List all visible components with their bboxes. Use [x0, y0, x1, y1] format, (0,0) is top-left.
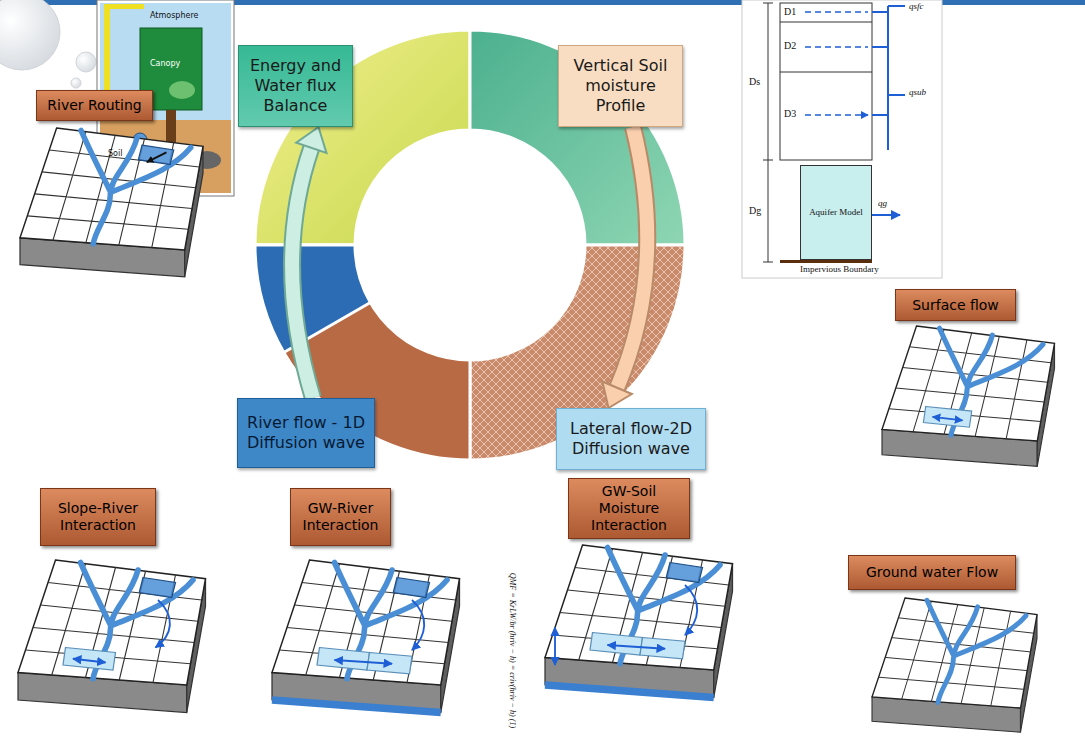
cycle-box: Vertical Soil moisture Profile [558, 45, 683, 127]
cycle-box: River flow - 1D Diffusion wave [237, 398, 375, 468]
box-label: River flow - 1D Diffusion wave [243, 413, 369, 453]
box-label: Surface flow [912, 297, 999, 314]
arrow-outline [292, 148, 313, 398]
process-tag: GW-Soil Moisture Interaction [568, 478, 690, 539]
diagram-label: Dg [749, 205, 761, 216]
dimension-line [763, 3, 773, 262]
groundwater-band [272, 700, 441, 713]
river-cell [138, 145, 173, 165]
exchange-arrow [608, 645, 666, 649]
terrain-block [18, 560, 206, 713]
process-tag: River Routing [36, 90, 153, 121]
exchange-arrow [685, 585, 697, 635]
bubble [0, 0, 60, 70]
exchange-arrow [73, 659, 106, 663]
diagram-label: qg [878, 199, 887, 209]
diagram-label: Canopy [150, 60, 180, 69]
cycle-arrow [292, 127, 326, 398]
terrain-block [545, 545, 733, 698]
lateral-flux-arrow [805, 12, 868, 115]
process-tag: Ground water Flow [848, 555, 1016, 590]
river-cell [393, 578, 429, 598]
diagram-label: D2 [784, 40, 796, 51]
diagram-label: Ds [749, 76, 760, 87]
box-label: Slope-River Interaction [47, 500, 149, 534]
terrain-slope-river [18, 560, 206, 713]
grid-cell [63, 648, 116, 671]
diagram-label: Atmosphere [150, 12, 198, 21]
lsm-frame [104, 4, 144, 9]
diagram-label: qsfc [909, 2, 924, 12]
exchange-arrow [554, 628, 556, 666]
flow-arrow [147, 152, 167, 162]
terrain-block [20, 128, 203, 277]
outflow-arrow [872, 6, 905, 215]
process-tag: Slope-River Interaction [40, 488, 156, 546]
arrow-body [292, 148, 313, 398]
ring-segment [255, 245, 370, 353]
exchange-arrow [156, 600, 170, 648]
terrain-block [872, 598, 1037, 732]
box-label: Vertical Soil moisture Profile [564, 56, 677, 116]
aquifer-box: Aquifer Model [800, 165, 872, 260]
terrain-gw-soil [545, 545, 733, 698]
diagram-label: D3 [784, 108, 796, 119]
box-label: Ground water Flow [866, 564, 998, 581]
impervious-boundary [780, 260, 872, 263]
box-label: Aquifer Model [809, 207, 863, 218]
process-tag: GW-River Interaction [290, 488, 391, 546]
box-label: GW-Soil Moisture Interaction [575, 483, 683, 534]
river-cell [139, 578, 175, 598]
bubble [71, 78, 81, 88]
soil-column [780, 3, 872, 160]
grid-cell [923, 407, 971, 428]
grid-cell [590, 633, 643, 656]
bubble [76, 52, 96, 72]
soil-panel [742, 0, 942, 278]
exchange-arrow [412, 600, 424, 650]
box-label: Lateral flow-2D Diffusion wave [562, 419, 700, 459]
equation: QMF = KrLW/br (hriv − h) = criv(hriv − h… [508, 572, 517, 728]
arrow-head [602, 381, 631, 408]
groundwater-band [545, 685, 714, 698]
process-tag: Surface flow [895, 289, 1016, 321]
arrow-outline [617, 127, 647, 388]
box-label: GW-River Interaction [297, 500, 384, 534]
exchange-arrow [933, 417, 963, 420]
cycle-box: Lateral flow-2D Diffusion wave [556, 408, 706, 470]
terrain-river-routing [20, 128, 203, 277]
terrain-block [272, 560, 460, 713]
box-label: Energy and Water flux Balance [244, 56, 347, 116]
box-label: River Routing [47, 97, 141, 114]
terrain-gw-river [272, 560, 460, 713]
cycle-box: Energy and Water flux Balance [238, 45, 353, 127]
diagram-label: qsub [909, 88, 926, 98]
collector-line [872, 6, 888, 150]
diagram-label: Impervious Boundary [800, 265, 879, 275]
grid-cell [317, 648, 370, 671]
river-cell [666, 563, 702, 583]
lsm-leaf [169, 81, 195, 99]
cycle-arrow [602, 127, 647, 408]
arrow-body [617, 127, 647, 388]
terrain-groundwater [872, 598, 1037, 732]
terrain-block [882, 326, 1055, 466]
exchange-arrow [335, 660, 393, 664]
arrow-head [296, 127, 326, 153]
diagram-label: D1 [784, 6, 796, 17]
diagram-label: Soil [108, 150, 122, 159]
terrain-surface-flow [882, 326, 1055, 466]
